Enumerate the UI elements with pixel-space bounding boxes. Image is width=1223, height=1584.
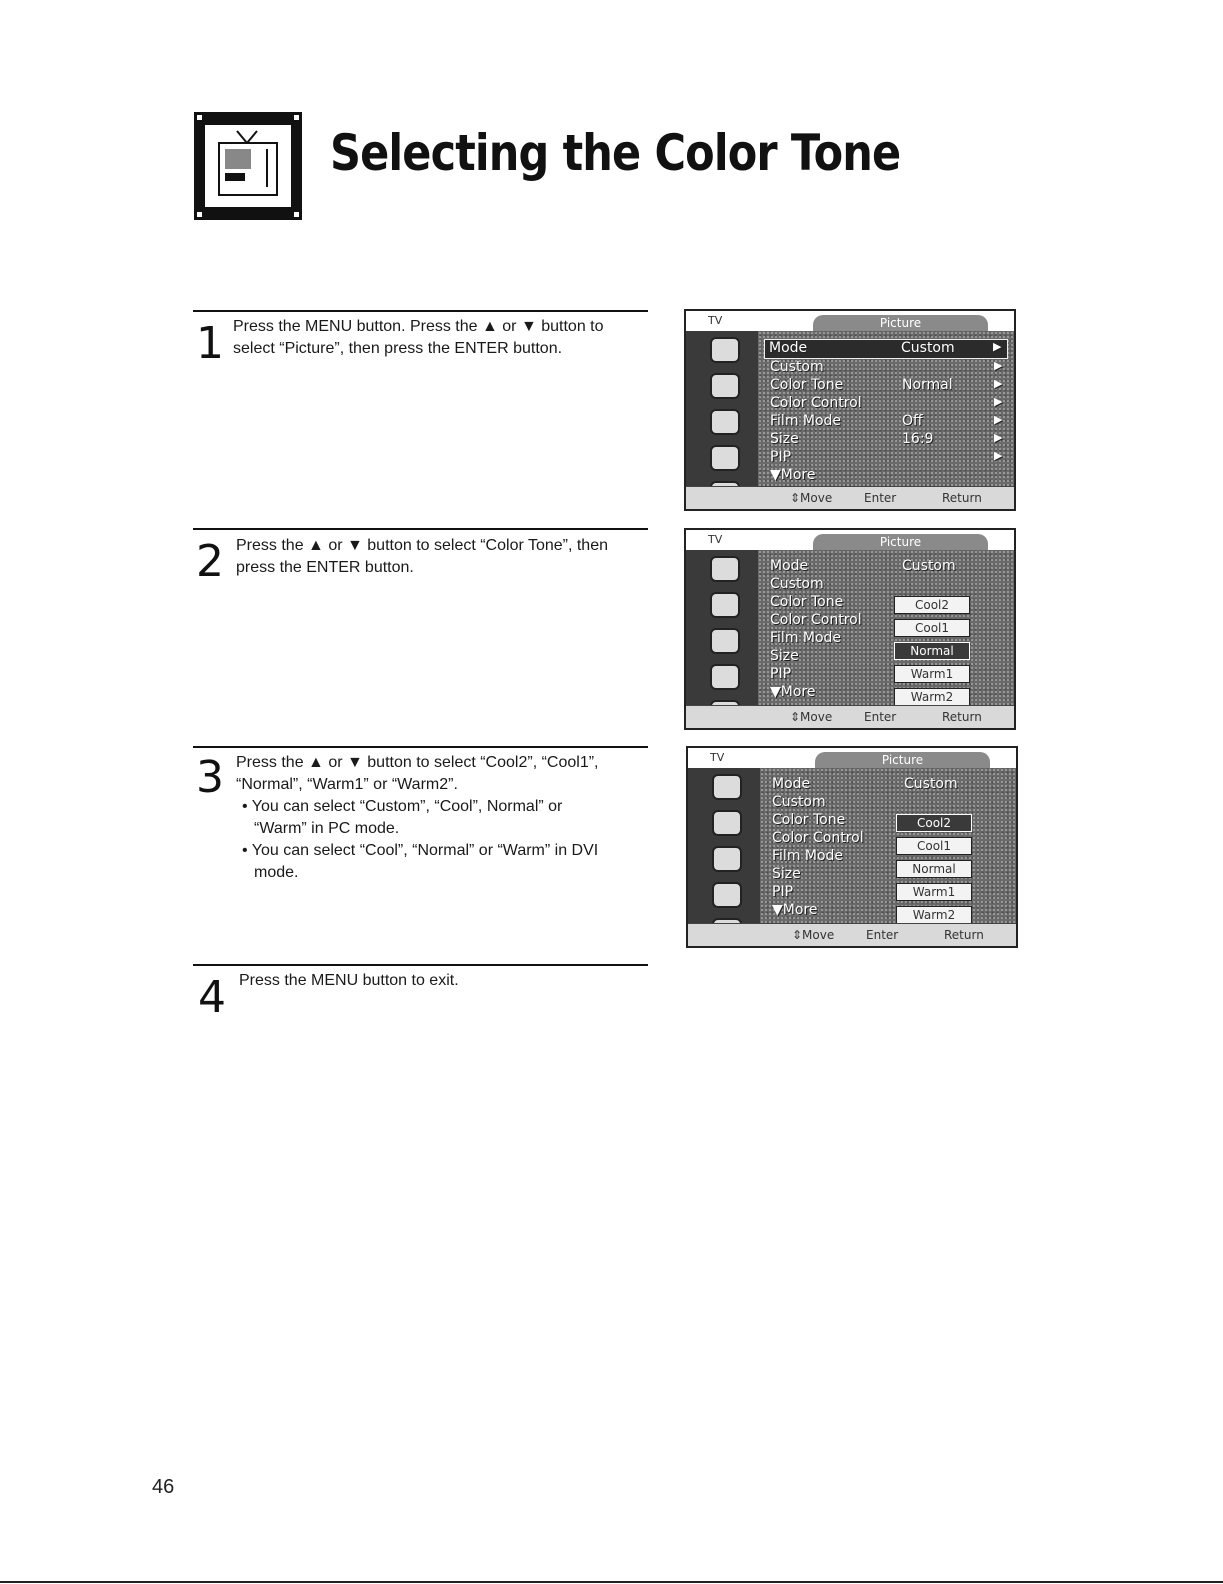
step-line: press the ENTER button. (236, 559, 414, 576)
osd-footer: ⇕Move Enter Return (688, 923, 1016, 946)
step-divider (193, 528, 648, 530)
osd-tv-label: TV (708, 533, 723, 546)
arrow-right-icon: ▶ (993, 340, 1002, 353)
step-text: Press the ▲ or ▼ button to select “Cool2… (236, 752, 646, 884)
page-bottom-rule (0, 1581, 1223, 1583)
osd-footer-enter: Enter (864, 491, 897, 505)
sound-icon (710, 373, 740, 399)
arrow-right-icon: ▶ (994, 359, 1003, 372)
sound-icon (712, 810, 742, 836)
step-line: “Normal”, “Warm1” or “Warm2”. (236, 776, 458, 793)
option-normal[interactable]: Normal (896, 860, 972, 878)
picture-icon (712, 774, 742, 800)
channel-icon (712, 846, 742, 872)
option-warm2[interactable]: Warm2 (894, 688, 970, 706)
color-tone-options: Cool2 Cool1 Normal Warm1 Warm2 (896, 814, 972, 929)
setup-icon (712, 882, 742, 908)
option-warm2[interactable]: Warm2 (896, 906, 972, 924)
step-line: Press the ▲ or ▼ button to select “Cool2… (236, 754, 599, 771)
arrow-right-icon: ▶ (994, 395, 1003, 408)
step-line: Press the MENU button. Press the ▲ or ▼ … (233, 318, 604, 335)
arrow-right-icon: ▶ (994, 449, 1003, 462)
step-text: Press the ▲ or ▼ button to select “Color… (236, 535, 608, 579)
osd-tab-title: Picture (813, 315, 988, 331)
option-warm1[interactable]: Warm1 (896, 883, 972, 901)
step-divider (193, 310, 648, 312)
picture-icon (710, 337, 740, 363)
arrow-right-icon: ▶ (994, 377, 1003, 390)
osd-footer-return: Return (942, 491, 982, 505)
osd-item-custom[interactable]: Custom▶ (770, 359, 1003, 375)
option-cool2[interactable]: Cool2 (894, 596, 970, 614)
option-cool2[interactable]: Cool2 (896, 814, 972, 832)
osd-tv-label: TV (708, 314, 723, 327)
arrow-right-icon: ▶ (994, 431, 1003, 444)
osd-footer: ⇕Move Enter Return (686, 705, 1014, 728)
step-bullet: • You can select “Cool”, “Normal” or “Wa… (242, 842, 599, 881)
osd-footer-return: Return (944, 928, 984, 942)
osd-footer-move: ⇕Move (792, 928, 835, 942)
step-text: Press the MENU button. Press the ▲ or ▼ … (233, 316, 604, 360)
page-number: 46 (152, 1476, 175, 1498)
osd-tv-label: TV (710, 751, 725, 764)
step-line: select “Picture”, then press the ENTER b… (233, 340, 563, 357)
option-normal[interactable]: Normal (894, 642, 970, 660)
osd-tab-title: Picture (815, 752, 990, 768)
osd-footer-move: ⇕Move (790, 491, 833, 505)
osd-footer-enter: Enter (866, 928, 899, 942)
step-number: 2 (196, 536, 224, 587)
picture-icon (710, 556, 740, 582)
step-divider (193, 964, 648, 966)
option-cool1[interactable]: Cool1 (896, 837, 972, 855)
step-number: 3 (196, 752, 224, 803)
step-number: 1 (196, 318, 224, 369)
step-number: 4 (198, 972, 226, 1023)
step-divider (193, 746, 648, 748)
page-title: Selecting the Color Tone (330, 124, 901, 182)
osd-sidebar (686, 331, 758, 507)
step-line: Press the ▲ or ▼ button to select “Color… (236, 537, 608, 554)
option-warm1[interactable]: Warm1 (894, 665, 970, 683)
osd-footer-return: Return (942, 710, 982, 724)
setup-icon (710, 445, 740, 471)
tv-logo-icon (194, 112, 302, 220)
osd-footer-move: ⇕Move (790, 710, 833, 724)
sound-icon (710, 592, 740, 618)
color-tone-options: Cool2 Cool1 Normal Warm1 Warm2 (894, 596, 970, 711)
osd-sidebar (686, 550, 758, 726)
setup-icon (710, 664, 740, 690)
channel-icon (710, 409, 740, 435)
osd-tab-title: Picture (813, 534, 988, 550)
channel-icon (710, 628, 740, 654)
step-line: Press the MENU button to exit. (239, 972, 459, 989)
option-cool1[interactable]: Cool1 (894, 619, 970, 637)
arrow-right-icon: ▶ (994, 413, 1003, 426)
step-bullet: • You can select “Custom”, “Cool”, Norma… (242, 798, 563, 837)
step-text: Press the MENU button to exit. (239, 970, 459, 992)
osd-footer: ⇕Move Enter Return (686, 486, 1014, 509)
osd-item-pip[interactable]: PIP▶ (770, 449, 1003, 465)
osd-item-color-control[interactable]: Color Control▶ (770, 395, 1003, 411)
osd-sidebar (688, 768, 760, 944)
osd-footer-enter: Enter (864, 710, 897, 724)
osd-item-more[interactable]: ▼More (770, 467, 816, 483)
